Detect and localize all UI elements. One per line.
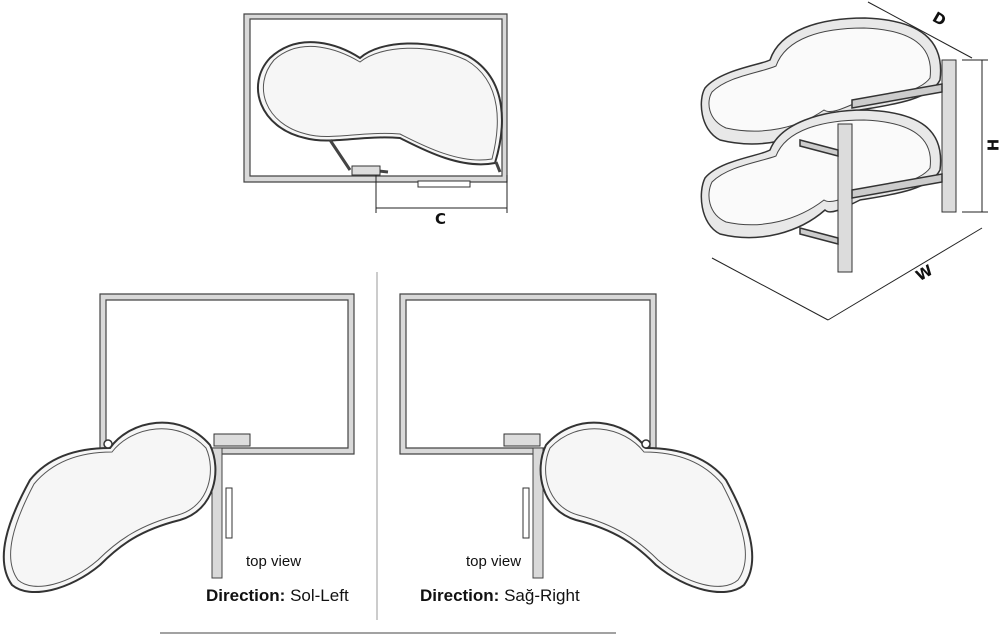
direction-right-key: Direction:	[420, 586, 500, 605]
top-view-left-label: top view	[246, 553, 302, 570]
support-arms	[799, 83, 943, 245]
direction-right-caption: Direction: Sağ-Right	[420, 586, 580, 606]
left-door-handle	[225, 487, 233, 539]
right-shelf-inner	[545, 428, 746, 587]
top-cabinet-shelf	[256, 41, 503, 166]
left-hinge	[213, 433, 251, 447]
direction-left-value: Sol-Left	[290, 586, 349, 605]
direction-right-value: Sağ-Right	[504, 586, 580, 605]
left-pivot	[103, 439, 113, 449]
front-post	[837, 123, 853, 273]
top-cabinet-hinge	[351, 165, 381, 176]
direction-left-key: Direction:	[206, 586, 286, 605]
right-door-handle	[522, 487, 530, 539]
top-view-right-label: top view	[466, 553, 522, 570]
left-shelf-inner	[10, 428, 211, 587]
dimension-c-label: C	[435, 210, 447, 228]
back-post	[941, 59, 957, 213]
left-cabinet-view	[2, 293, 355, 593]
right-hinge	[503, 433, 541, 447]
dimension-lines-3d	[711, 1, 988, 321]
top-cabinet-handle	[417, 180, 471, 188]
dimension-c-line	[375, 175, 508, 213]
direction-left-caption: Direction: Sol-Left	[206, 586, 349, 606]
right-cabinet-view	[399, 293, 754, 593]
right-door-panel	[532, 447, 544, 579]
left-door-panel	[211, 447, 223, 579]
left-cabinet-frame	[99, 293, 355, 455]
top-cabinet-view	[243, 13, 508, 213]
right-pivot	[641, 439, 651, 449]
top-cabinet-shelf-inner	[263, 46, 498, 161]
isometric-view	[700, 1, 988, 321]
dimension-h-label: H	[984, 138, 1003, 152]
